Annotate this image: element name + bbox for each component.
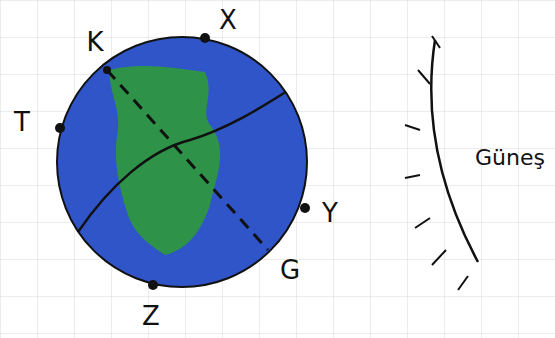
earth-globe bbox=[57, 37, 307, 287]
sun-arc bbox=[431, 40, 478, 262]
continent bbox=[110, 66, 220, 255]
point-x bbox=[200, 33, 210, 43]
axis-dashed bbox=[107, 70, 268, 250]
axis-label: G bbox=[280, 257, 300, 283]
point-label: X bbox=[219, 7, 237, 33]
point-y bbox=[300, 203, 310, 213]
sun-label: Güneş bbox=[475, 147, 545, 169]
point-z bbox=[148, 280, 158, 290]
point-label: K bbox=[86, 29, 103, 55]
point-k bbox=[103, 66, 111, 74]
point-label: T bbox=[14, 109, 30, 135]
sun-rays bbox=[405, 36, 468, 290]
curve-line bbox=[78, 88, 292, 232]
point-label: Y bbox=[322, 200, 338, 226]
point-label: Z bbox=[142, 303, 160, 329]
point-t bbox=[55, 123, 65, 133]
